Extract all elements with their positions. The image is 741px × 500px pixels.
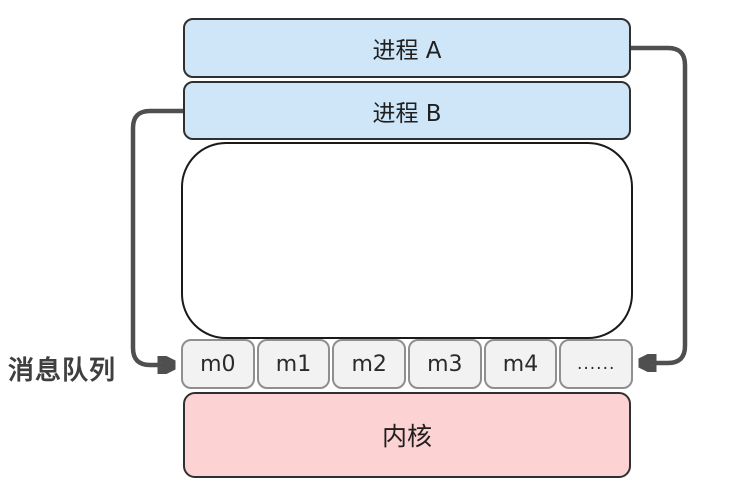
process-a-label: 进程 A xyxy=(372,38,442,64)
queue-cell-ellipsis: ...... xyxy=(559,339,634,389)
queue-cell-m2: m2 xyxy=(332,339,407,389)
process-b-label: 进程 B xyxy=(372,100,442,127)
queue-cell-m4: m4 xyxy=(483,339,558,389)
message-queue-row: m0 m1 m2 m3 m4 ...... xyxy=(181,339,634,389)
message-queue-label: 消息队列 xyxy=(8,356,117,386)
arrow-process-a-to-queue xyxy=(631,45,688,363)
process-a-box: 进程 A xyxy=(183,18,631,78)
queue-cell-m1: m1 xyxy=(256,339,331,389)
arrow-process-b-to-queue xyxy=(130,108,183,365)
queue-cell-m3: m3 xyxy=(408,339,482,389)
kernel-box: 内核 xyxy=(183,392,631,478)
kernel-label: 内核 xyxy=(381,422,432,451)
message-queue-container xyxy=(181,142,633,339)
process-b-box: 进程 B xyxy=(183,81,631,140)
queue-cell-m0: m0 xyxy=(181,339,255,389)
